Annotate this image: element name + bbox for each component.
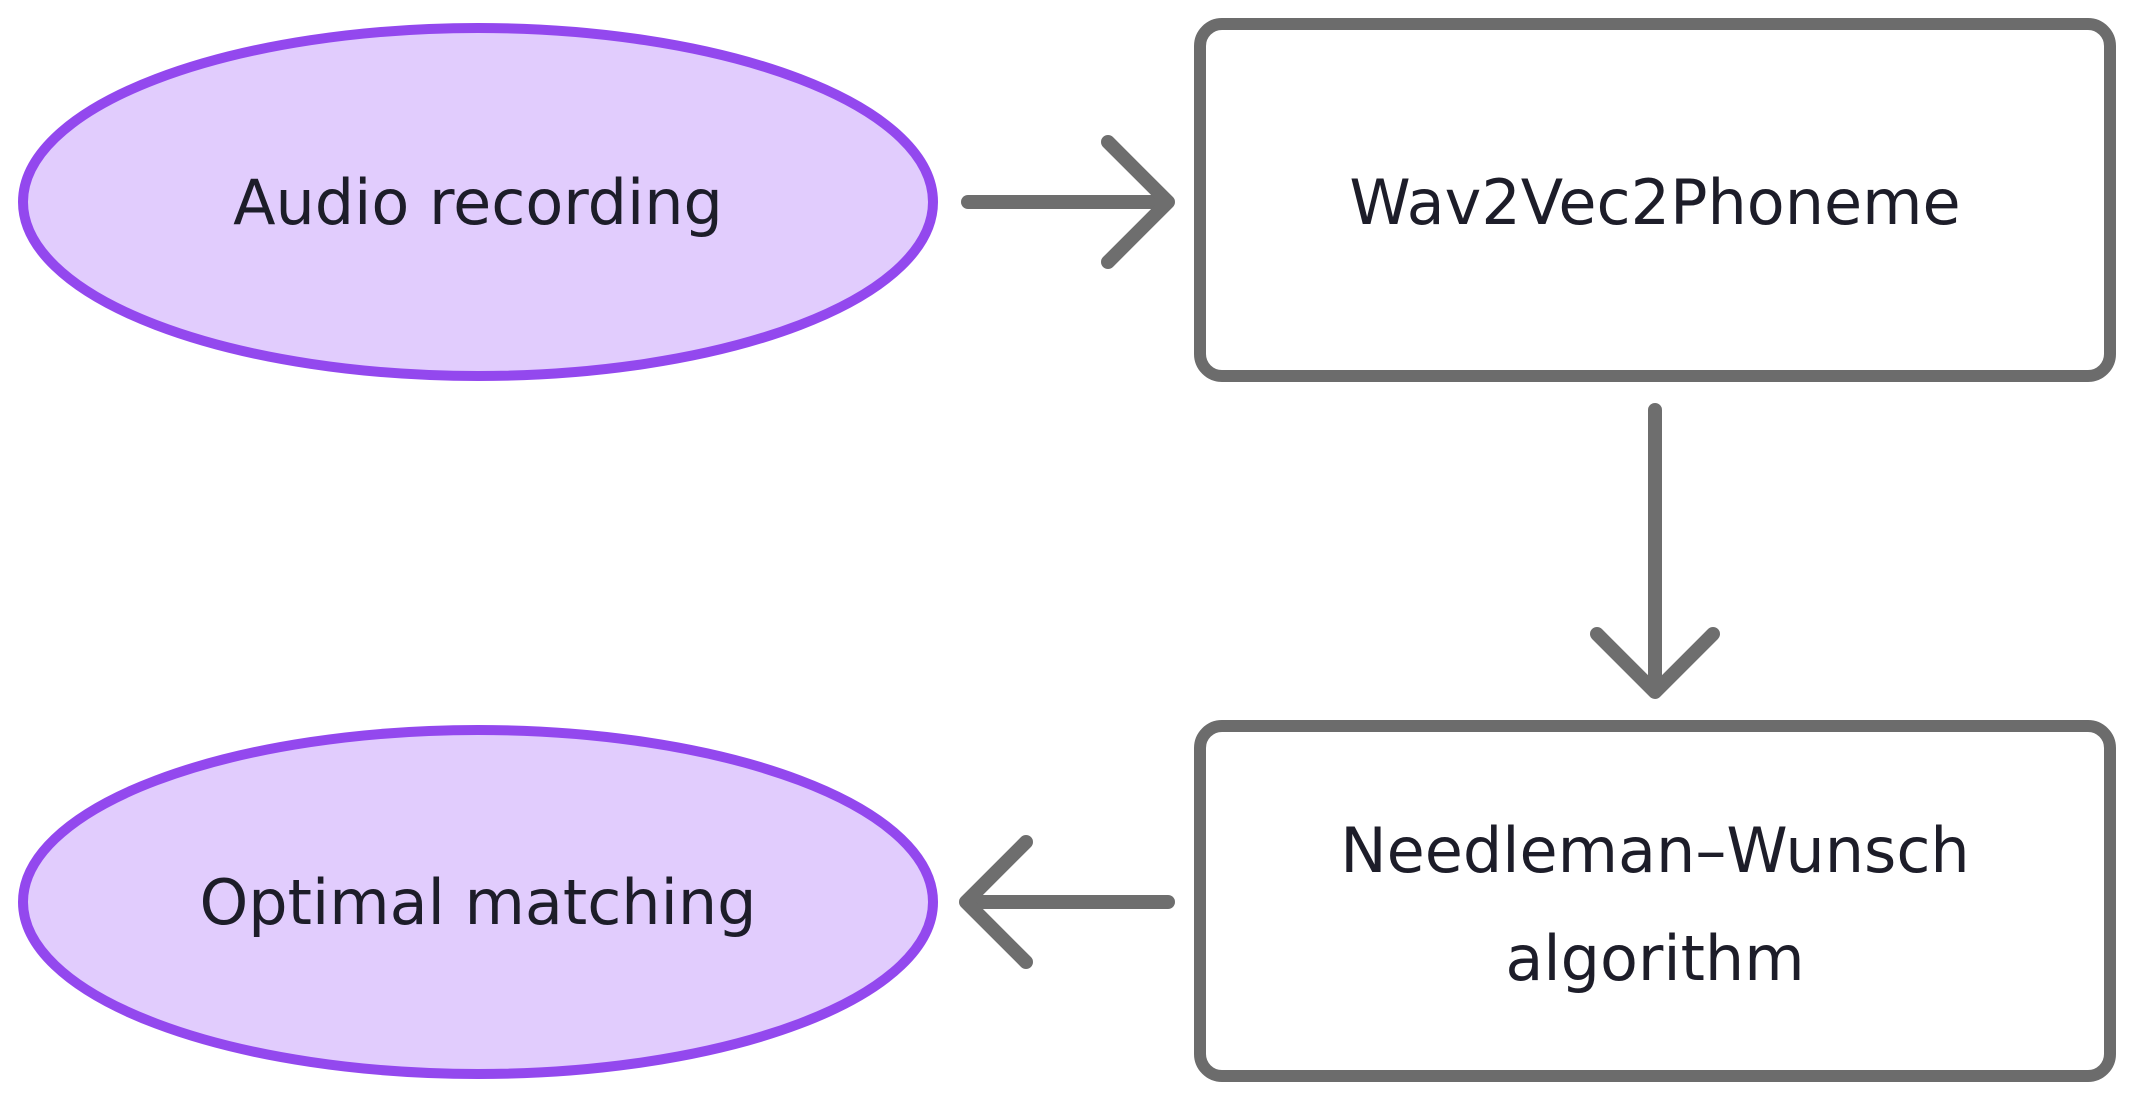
needleman-wunsch-label-line2: algorithm <box>1505 922 1804 995</box>
needleman-wunsch-box <box>1194 720 2116 1082</box>
audio-recording-ellipse <box>18 23 938 381</box>
needleman-wunsch-label-line1: Needleman–Wunsch <box>1340 814 1969 887</box>
wav2vec2phoneme-label: Wav2Vec2Phoneme <box>1349 166 1960 239</box>
wav2vec2phoneme-box <box>1194 18 2116 382</box>
arrow-wav2vec-to-needleman <box>1590 403 1720 699</box>
arrow-audio-to-wav2vec-head <box>1101 135 1175 269</box>
node-optimal-matching: Optimal matching <box>18 725 938 1079</box>
node-wav2vec2phoneme: Wav2Vec2Phoneme <box>1194 18 2116 382</box>
node-audio-recording: Audio recording <box>18 23 938 381</box>
arrow-wav2vec-to-needleman-head <box>1590 627 1720 699</box>
arrow-audio-to-wav2vec <box>961 135 1175 269</box>
audio-recording-label: Audio recording <box>233 166 723 239</box>
optimal-matching-ellipse <box>18 725 938 1079</box>
optimal-matching-label: Optimal matching <box>200 866 757 939</box>
arrow-needleman-to-optimal-head <box>959 835 1033 969</box>
arrow-needleman-to-optimal <box>959 835 1175 969</box>
node-needleman-wunsch: Needleman–Wunsch algorithm <box>1194 720 2116 1082</box>
